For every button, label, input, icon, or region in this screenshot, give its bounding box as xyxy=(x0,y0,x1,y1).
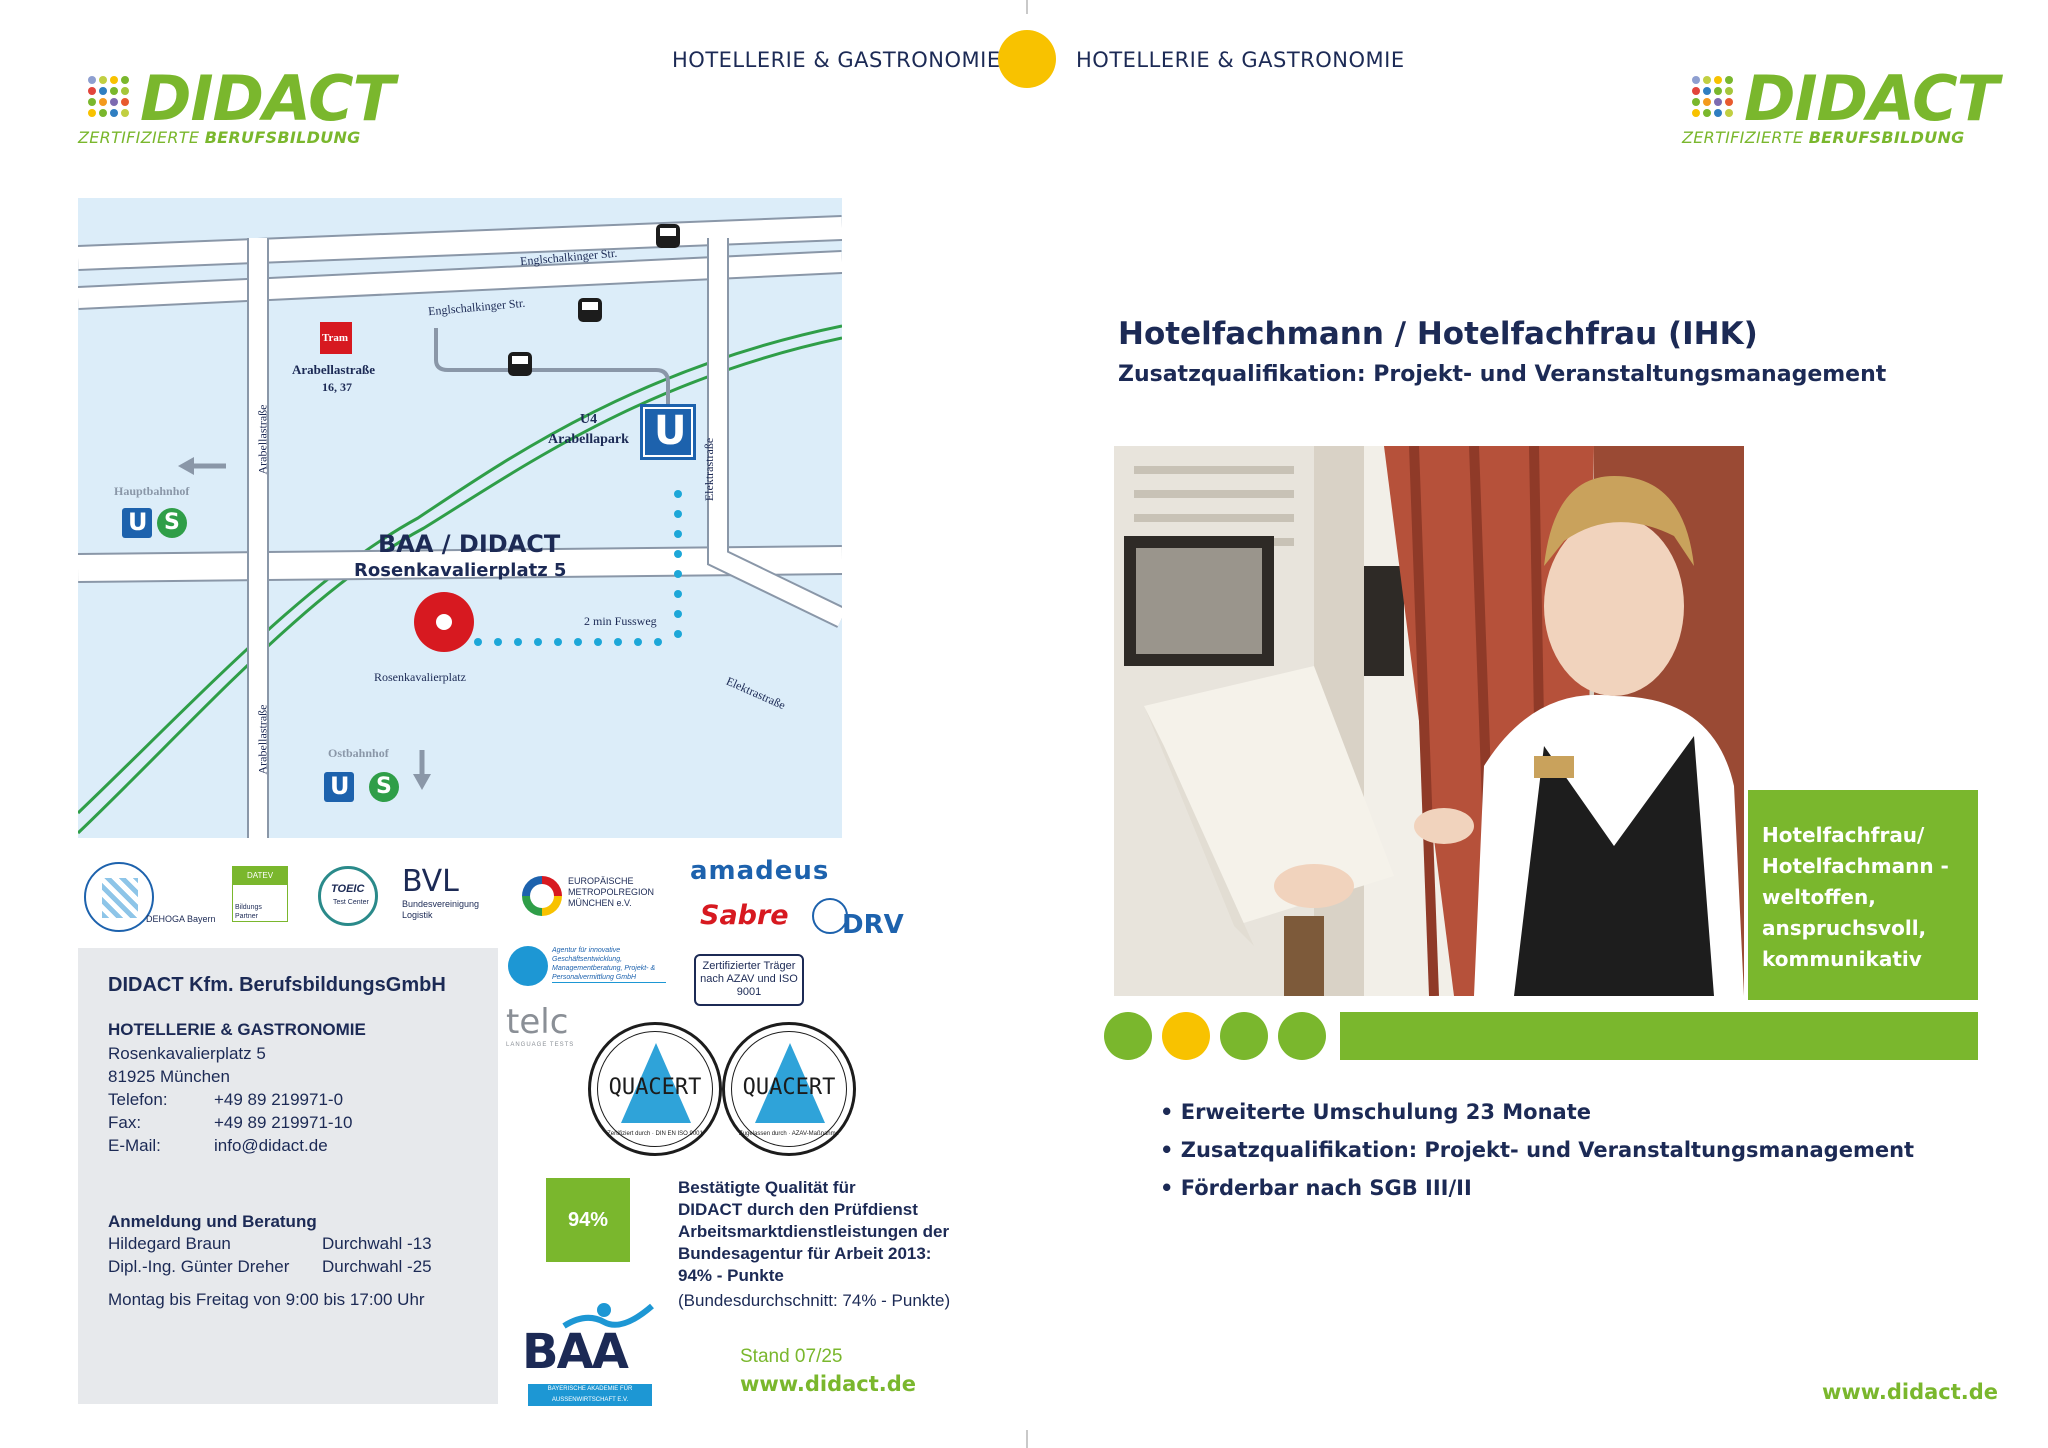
feature-item: • Erweiterte Umschulung 23 Monate xyxy=(1160,1100,1591,1124)
drv-logo: DRV xyxy=(842,910,904,940)
tagline-line: anspruchsvoll, xyxy=(1762,916,1927,940)
quality-line: Bundesagentur für Arbeit 2013: xyxy=(678,1244,932,1263)
dehoga-label: DEHOGA Bayern xyxy=(146,914,216,924)
logo-dots-icon xyxy=(1692,76,1733,117)
hotel-staff-photo xyxy=(1114,446,1744,996)
globe-icon xyxy=(812,898,848,934)
emm-icon xyxy=(522,876,562,916)
contact-email-label: E-Mail: xyxy=(108,1136,161,1155)
map-ostbahnhof: Ostbahnhof xyxy=(328,746,389,760)
contact-person: Hildegard Braun xyxy=(108,1234,231,1253)
header-label-right: HOTELLERIE & GASTRONOMIE xyxy=(1076,48,1405,72)
emm-label: EUROPÄISCHE METROPOLREGION MÜNCHEN e.V. xyxy=(568,876,655,908)
location-map: Englschalkinger Str. Englschalkinger Str… xyxy=(78,198,842,838)
department-label: HOTELLERIE & GASTRONOMIE xyxy=(108,1020,366,1039)
logo-tagline: ZERTIFIZIERTE BERUFSBILDUNG xyxy=(1682,128,1965,147)
decor-circle-green xyxy=(1220,1012,1268,1060)
map-tram-stop: Arabellastraße xyxy=(292,362,376,377)
decor-circle-yellow xyxy=(1162,1012,1210,1060)
quality-line: Arbeitsmarktdienstleistungen der xyxy=(678,1222,950,1241)
logo-tagline: ZERTIFIZIERTE BERUFSBILDUNG xyxy=(78,128,361,147)
quality-line: DIDACT durch den Prüfdienst xyxy=(678,1200,918,1219)
map-tram-lines: 16, 37 xyxy=(322,380,352,394)
website-link-left[interactable]: www.didact.de xyxy=(740,1372,917,1396)
contact-city: 81925 München xyxy=(108,1067,230,1086)
feature-list: • Erweiterte Umschulung 23 Monate • Zusa… xyxy=(1160,1100,1914,1214)
tagline-line: Hotelfachfrau/ xyxy=(1762,823,1925,847)
photo-illustration xyxy=(1114,446,1744,996)
course-subtitle: Zusatzqualifikation: Projekt- und Verans… xyxy=(1118,362,1887,387)
decor-circle-green xyxy=(1104,1012,1152,1060)
map-ubahn-badge: U xyxy=(654,408,687,454)
contact-fax: +49 89 219971-10 xyxy=(214,1113,353,1132)
quality-line: 94% - Punkte xyxy=(678,1266,784,1285)
quality-badge: 94% xyxy=(546,1178,630,1262)
stand-date: Stand 07/25 xyxy=(740,1346,843,1367)
baa-figure-icon xyxy=(562,1303,654,1329)
logo-dots-icon xyxy=(88,76,129,117)
tagline-line: Hotelfachmann - xyxy=(1762,854,1949,878)
registration-heading: Anmeldung und Beratung xyxy=(108,1212,317,1231)
contact-panel: DIDACT Kfm. BerufsbildungsGmbH HOTELLERI… xyxy=(78,948,498,1404)
sabre-logo: Sabre xyxy=(700,900,789,931)
telc-logo: telc LANGUAGE TESTS xyxy=(506,1002,575,1048)
quality-line: Bestätigte Qualität für xyxy=(678,1178,856,1197)
quacert-seal-iso: QUACERT Zertifiziert durch · DIN EN ISO … xyxy=(588,1022,722,1156)
map-street-label: Elektrastraße xyxy=(702,437,717,502)
contact-extension: Durchwahl -13 xyxy=(322,1234,432,1253)
map-destination-address: Rosenkavalierplatz 5 xyxy=(354,560,567,581)
fold-mark-bottom xyxy=(1026,1430,1028,1448)
decor-circle-green xyxy=(1278,1012,1326,1060)
toeic-logo: TOEIC Test Center xyxy=(318,866,378,926)
map-street-label: Arabellastraße xyxy=(255,404,270,475)
contact-person: Dipl.-Ing. Günter Dreher xyxy=(108,1257,290,1276)
agentur-globe-icon xyxy=(508,946,548,986)
course-title: Hotelfachmann / Hotelfachfrau (IHK) xyxy=(1118,316,1758,352)
map-hauptbahnhof: Hauptbahnhof xyxy=(114,484,190,498)
decor-green-bar xyxy=(1340,1012,1978,1060)
bvl-logo: BVL Bundesvereinigung Logistik xyxy=(402,864,480,920)
map-s-badge: S xyxy=(376,774,392,799)
feature-item: • Förderbar nach SGB III/II xyxy=(1160,1176,1472,1200)
map-tram-badge: Tram xyxy=(322,332,349,344)
didact-logo-left: DIDACT ZERTIFIZIERTE BERUFSBILDUNG xyxy=(78,54,398,154)
contact-fax-label: Fax: xyxy=(108,1113,142,1132)
map-street-label: Arabellastraße xyxy=(255,704,270,775)
fold-mark-top xyxy=(1026,0,1028,14)
map-destination-name: BAA / DIDACT xyxy=(378,530,561,558)
contact-extension: Durchwahl -25 xyxy=(322,1257,432,1276)
contact-phone-label: Telefon: xyxy=(108,1090,168,1109)
tagline-line: kommunikativ xyxy=(1762,947,1922,971)
company-name: DIDACT Kfm. BerufsbildungsGmbH xyxy=(108,974,446,996)
map-ubahn-line: U4 xyxy=(580,412,598,427)
map-u-badge: U xyxy=(128,508,148,536)
map-s-badge: S xyxy=(164,510,180,535)
logo-wordmark: DIDACT xyxy=(1744,62,1999,135)
agentur-label: Agentur für innovative Geschäftsentwickl… xyxy=(552,946,666,983)
map-graphic xyxy=(78,215,842,838)
opening-hours: Montag bis Freitag von 9:00 bis 17:00 Uh… xyxy=(108,1290,425,1309)
datev-logo: DATEV Bildungs Partner xyxy=(232,866,288,922)
didact-logo-right: DIDACT ZERTIFIZIERTE BERUFSBILDUNG xyxy=(1682,54,2002,154)
quacert-seal-azav: QUACERT Zugelassen durch · AZAV-Maßnahme xyxy=(722,1022,856,1156)
azav-badge: Zertifizierter Träger nach AZAV und ISO … xyxy=(694,954,804,1006)
contact-email-link[interactable]: info@didact.de xyxy=(214,1136,328,1155)
contact-street: Rosenkavalierplatz 5 xyxy=(108,1044,266,1063)
map-walk-label: 2 min Fussweg xyxy=(584,614,657,628)
logo-wordmark: DIDACT xyxy=(140,62,395,135)
baa-logo: BAA BAYERISCHE AKADEMIE FÜR AUSSENWIRTSC… xyxy=(522,1302,662,1406)
website-link-right[interactable]: www.didact.de xyxy=(1822,1380,1999,1404)
header-label-left: HOTELLERIE & GASTRONOMIE xyxy=(672,48,1001,72)
header-yellow-dot xyxy=(998,30,1056,88)
amadeus-logo: amadeus xyxy=(690,856,830,886)
map-street-label: Rosenkavalierplatz xyxy=(374,670,466,684)
map-ubahn-station: Arabellapark xyxy=(548,432,629,447)
bhg-seal xyxy=(84,862,154,932)
quality-line: (Bundesdurchschnitt: 74% - Punkte) xyxy=(678,1291,951,1310)
contact-phone: +49 89 219971-0 xyxy=(214,1090,344,1109)
tagline-line: weltoffen, xyxy=(1762,885,1876,909)
feature-item: • Zusatzqualifikation: Projekt- und Vera… xyxy=(1160,1138,1915,1162)
tagline-box: Hotelfachfrau/ Hotelfachmann - weltoffen… xyxy=(1748,790,1978,1000)
map-u-badge: U xyxy=(330,772,350,800)
